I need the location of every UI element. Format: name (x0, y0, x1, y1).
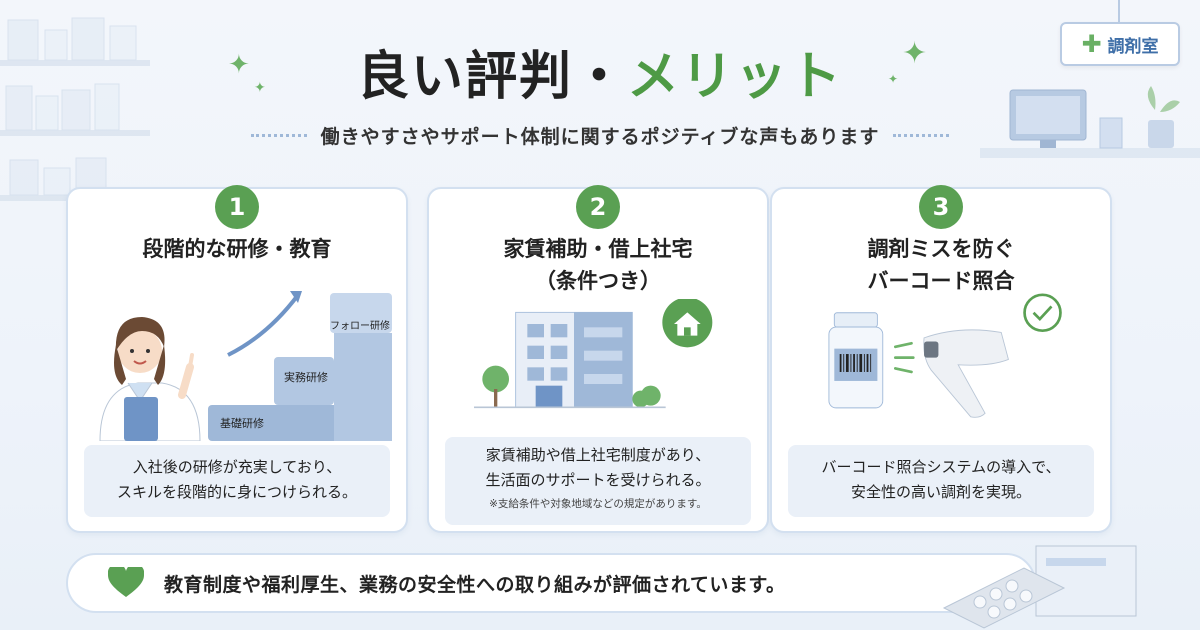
note-text: ※支給条件や対象地域などの規定があります。 (489, 498, 707, 510)
subtitle: 働きやすさやサポート体制に関するポジティブな声もあります (320, 126, 880, 148)
card-title-line: バーコード照合 (867, 269, 1015, 293)
card-description: 入社後の研修が充実しており、 スキルを段階的に身につけられる。 (84, 445, 390, 517)
divider (893, 134, 950, 137)
housing-illustration (474, 299, 713, 409)
arrow-up-icon (227, 293, 300, 357)
description-line: 安全性の高い調剤を実現。 (850, 483, 1031, 501)
house-icon (662, 299, 713, 348)
barcode-scanner-illustration (923, 329, 1009, 418)
card-number: 2 (576, 185, 620, 229)
pharmacist-illustration (99, 317, 201, 441)
step-label: 基礎研修 (220, 416, 264, 430)
card-title-line: 調剤ミスを防ぐ (867, 237, 1015, 261)
description-line: 生活面のサポートを受けられる。 (485, 471, 711, 489)
plus-icon: ✚ (1081, 30, 1102, 58)
card-title: 段階的な研修・教育 (142, 237, 332, 261)
sparkle-icon: ✦ (902, 36, 928, 71)
pharmacy-shelf-background (0, 17, 150, 201)
medicine-bottle-illustration (828, 312, 884, 409)
card-title-line: （条件つき） (535, 269, 661, 293)
title-part2: メリット (627, 47, 844, 107)
medicine-box-illustration (942, 545, 1137, 629)
card-description: 家賃補助や借上社宅制度があり、 生活面のサポートを受けられる。 ※支給条件や対象… (445, 437, 751, 525)
card-title: 調剤ミスを防ぐ バーコード照合 (772, 233, 1110, 297)
description-line: バーコード照合システムの導入で、 (821, 458, 1061, 476)
check-icon (1023, 293, 1062, 333)
card-number: 1 (215, 185, 259, 229)
page-title: 良い評判・メリット (0, 34, 1200, 109)
dispensary-sign: ✚ 調剤室 (1060, 22, 1180, 66)
card-title-line: 家賃補助・借上社宅 (503, 237, 693, 261)
heart-icon (108, 567, 144, 597)
summary-banner: 教育制度や福利厚生、業務の安全性への取り組みが評価されています。 (66, 553, 1036, 613)
summary-text: 教育制度や福利厚生、業務の安全性への取り組みが評価されています。 (164, 573, 786, 596)
sparkle-icon: ✦ (888, 72, 899, 86)
sparkle-icon: ✦ (254, 80, 266, 96)
benefit-card-training: 1 段階的な研修・教育 基礎研修 実務研修 フォロー研修 (66, 185, 408, 533)
description-line: 家賃補助や借上社宅制度があり、 (485, 446, 711, 464)
sign-label: 調剤室 (1107, 36, 1159, 57)
apartment-building-illustration (474, 311, 666, 409)
card-number: 3 (919, 185, 963, 229)
sign-wire (1118, 0, 1120, 22)
benefit-card-housing: 2 家賃補助・借上社宅 （条件つき） 家賃補助や借上社宅制度があり、 生活面のサ… (427, 185, 769, 533)
benefit-card-barcode: 3 調剤ミスを防ぐ バーコード照合 バーコード照合シス (770, 185, 1112, 533)
step-label: フォロー研修 (330, 319, 390, 332)
description-line: スキルを段階的に身につけられる。 (116, 483, 357, 501)
training-steps: 基礎研修 実務研修 フォロー研修 (208, 291, 392, 441)
divider (250, 134, 307, 137)
card-title: 家賃補助・借上社宅 （条件つき） (429, 233, 767, 297)
subtitle-row: 働きやすさやサポート体制に関するポジティブな声もあります (0, 122, 1200, 149)
training-illustration: 基礎研修 実務研修 フォロー研修 (99, 291, 392, 441)
card-description: バーコード照合システムの導入で、 安全性の高い調剤を実現。 (788, 445, 1094, 517)
sparkle-icon: ✦ (228, 50, 250, 80)
barcode-illustration (828, 293, 1062, 418)
title-part1: 良い評判・ (356, 47, 627, 107)
step-label: 実務研修 (284, 370, 328, 384)
description-line: 入社後の研修が充実しており、 (132, 458, 342, 476)
reception-desk-background (980, 86, 1200, 158)
